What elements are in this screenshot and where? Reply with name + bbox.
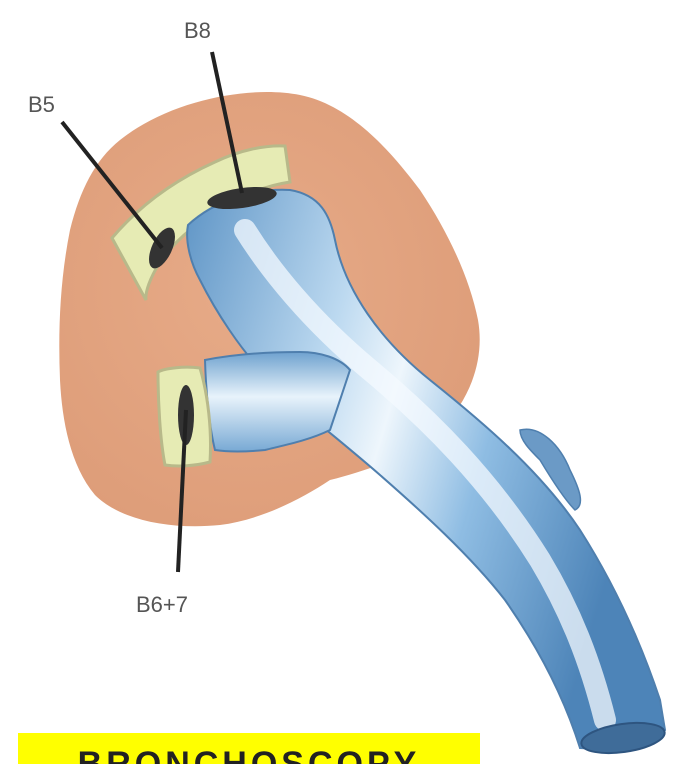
- label-b5: B5: [28, 92, 55, 117]
- banner-text: BRONCHOSCOPY: [18, 747, 480, 764]
- title-banner: BRONCHOSCOPY: [18, 733, 480, 764]
- label-b8: B8: [184, 18, 211, 43]
- label-b6-7: B6+7: [136, 592, 188, 617]
